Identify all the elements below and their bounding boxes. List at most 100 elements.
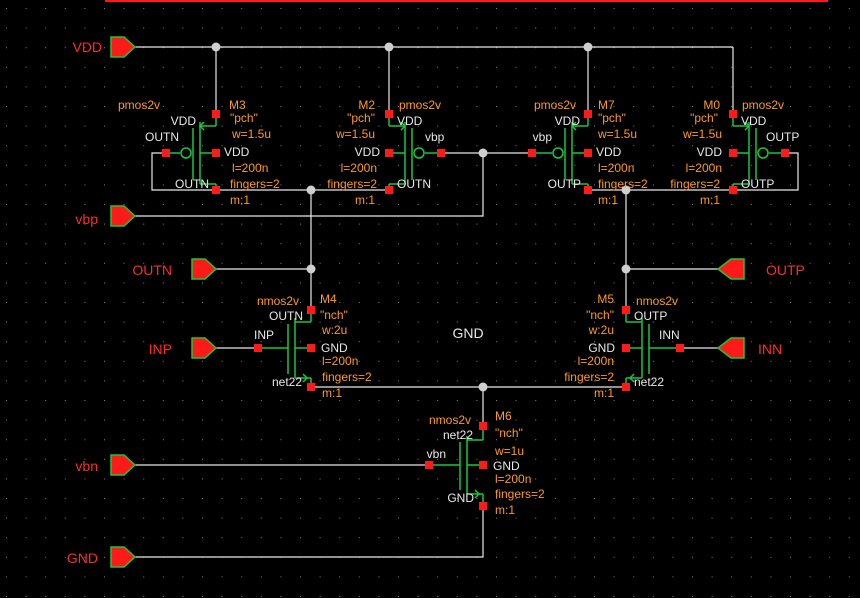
grid-dot (6, 223, 7, 225)
device-m3[interactable]: pmos2v M3 "pch" w=1.5u l=200n fingers=2 … (118, 98, 280, 207)
grid-dot (84, 517, 86, 519)
grid-dot (456, 380, 458, 382)
grid-dot (692, 204, 693, 205)
grid-dot (241, 184, 243, 186)
device-m6[interactable]: nmos2v M6 "nch" w=1u l=200n fingers=2 m:… (425, 409, 545, 517)
device-m4[interactable]: nmos2v M4 "nch" w:2u l=200n fingers=2 m:… (254, 292, 372, 400)
port-inp-symbol[interactable] (191, 337, 218, 359)
port-inn[interactable]: INN (716, 337, 782, 359)
grid-dot (300, 439, 301, 441)
grid-dot (809, 537, 811, 539)
grid-dot (515, 419, 517, 421)
grid-dot (319, 66, 321, 68)
port-inn-symbol[interactable] (716, 337, 745, 359)
grid-dot (848, 184, 850, 186)
grid-dot (594, 8, 595, 9)
port-vbp[interactable]: vbp (75, 205, 137, 227)
grid-dot (339, 204, 341, 205)
grid-dot (358, 282, 360, 284)
port-vbn[interactable]: vbn (75, 454, 137, 476)
grid-dot (554, 576, 556, 578)
port-vdd[interactable]: VDD (72, 36, 137, 58)
grid-dot (711, 184, 713, 186)
grid-dot (594, 556, 595, 558)
wire-gnd[interactable] (135, 506, 484, 558)
port-vbn-symbol[interactable] (110, 454, 137, 476)
grid-dot (64, 596, 66, 597)
port-outp[interactable]: OUTP (716, 258, 805, 280)
device-m0[interactable]: M0 pmos2v "pch" w=1.5u l=200n fingers=2 … (670, 98, 799, 207)
grid-dot (515, 282, 517, 284)
transistor-symbol-m3 (166, 114, 217, 190)
grid-dot (790, 498, 791, 499)
grid-dot (456, 517, 458, 519)
grid-dot (182, 596, 184, 597)
grid-dot (535, 478, 537, 480)
device-m2[interactable]: M2 pmos2v "pch" w=1.5u l=200n fingers=2 … (327, 98, 445, 207)
grid-dot (535, 66, 537, 68)
port-outn[interactable]: OUTN (132, 258, 218, 280)
grid-dot (25, 341, 27, 343)
port-vdd-symbol[interactable] (110, 36, 137, 58)
grid-dot (790, 184, 791, 186)
grid-dot (202, 400, 203, 401)
grid-dot (731, 478, 733, 480)
grid-dot (143, 341, 145, 343)
pin-m4-s (307, 383, 315, 391)
grid-dot (202, 243, 203, 245)
grid-dot (358, 498, 360, 499)
grid-dot (711, 380, 713, 382)
grid-dot (496, 556, 497, 558)
port-outn-symbol[interactable] (191, 258, 218, 280)
grid-dot (398, 302, 399, 303)
grid-dot (319, 400, 321, 401)
grid-dot (104, 243, 105, 245)
grid-dot (319, 419, 321, 421)
grid-dot (319, 380, 321, 382)
grid-dot (554, 341, 556, 343)
grid-dot (319, 537, 321, 539)
grid-dot (260, 439, 262, 441)
port-inp[interactable]: INP (149, 337, 218, 359)
grid-dot (692, 419, 693, 421)
grid-dot (790, 164, 791, 166)
grid-dot (574, 164, 576, 166)
wire-m0-diode[interactable] (733, 152, 799, 191)
grid-dot (241, 66, 243, 68)
grid-dot (339, 302, 341, 303)
device-m5[interactable]: M5 nmos2v "nch" w:2u l=200n fingers=2 m:… (564, 292, 684, 400)
grid-dot (496, 419, 497, 421)
wire-m3-diode[interactable] (151, 152, 216, 191)
grid-dot (84, 86, 86, 88)
grid-dot (554, 419, 556, 421)
grid-dot (162, 47, 164, 49)
grid-dot (221, 458, 223, 460)
port-vbp-symbol[interactable] (110, 205, 137, 227)
grid-dot (574, 576, 576, 578)
grid-dot (162, 400, 164, 401)
grid-dot (574, 8, 576, 9)
grid-dot (25, 302, 27, 303)
grid-dot (162, 262, 164, 264)
device-m2-pin-d: OUTN (397, 177, 431, 191)
port-outp-symbol[interactable] (716, 258, 745, 280)
grid-dot (104, 125, 105, 127)
grid-dot (221, 86, 223, 88)
device-m7[interactable]: pmos2v M7 "pch" w=1.5u l=200n fingers=2 … (528, 98, 648, 207)
port-gnd-symbol[interactable] (110, 546, 137, 568)
grid-dot (652, 556, 654, 558)
grid-dot (25, 47, 27, 49)
grid-dot (848, 125, 850, 127)
device-m6-fingers: fingers=2 (495, 487, 545, 501)
grid-dot (652, 8, 654, 9)
grid-dot (182, 380, 184, 382)
pin-m2-d (385, 186, 393, 194)
wire-vbp-port[interactable] (135, 153, 484, 217)
grid-dot (535, 537, 537, 539)
grid-dot (770, 262, 772, 264)
grid-dot (6, 556, 7, 558)
port-gnd[interactable]: GND (67, 546, 137, 568)
grid-dot (672, 537, 674, 539)
